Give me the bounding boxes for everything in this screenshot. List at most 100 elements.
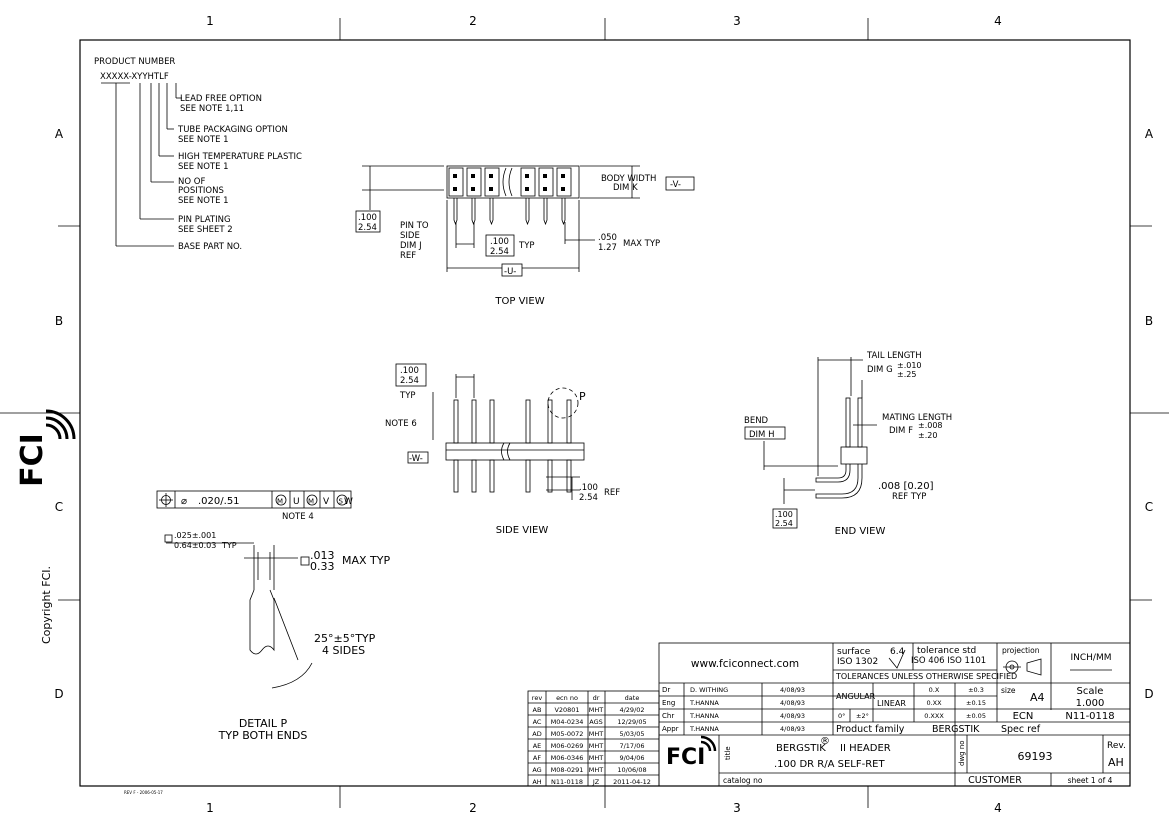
detail-title-2: TYP BOTH ENDS <box>218 729 308 742</box>
callout-positions-3: SEE NOTE 1 <box>178 196 229 206</box>
product-number-block: PRODUCT NUMBER XXXXX-XYYHTLF LEAD FREE O… <box>94 57 302 252</box>
top-pitch2-in: .100 <box>490 237 509 247</box>
callout-high-temp-note: SEE NOTE 1 <box>178 162 229 172</box>
signoff-role: Dr <box>662 686 670 694</box>
tb-surface-std: ISO 1302 <box>837 657 878 667</box>
signoff-date: 4/08/93 <box>780 725 805 733</box>
callout-lead-free: LEAD FREE OPTION <box>180 94 262 104</box>
column-label-1-bottom: 1 <box>206 801 214 815</box>
detail-pin-typ: TYP <box>221 541 237 550</box>
column-label-1: 1 <box>206 14 214 28</box>
signoff-name: D. WITHING <box>690 686 728 694</box>
end-gap: .008 [0.20] <box>878 481 934 492</box>
rev-header-dr: dr <box>593 694 600 702</box>
end-dim-g-tol-plus: ±.010 <box>897 361 922 370</box>
tb-scale: 1.000 <box>1076 698 1105 709</box>
linear-format: 0.XX <box>926 699 942 707</box>
mmc-symbol-2: M <box>308 498 314 506</box>
datum-w-box <box>407 451 429 464</box>
signoff-name: T.HANNA <box>689 699 719 707</box>
linear-tolerance-rows: 0.X±0.30.XX±0.150.XXX±0.05 <box>924 686 986 720</box>
top-tail-in: .050 <box>598 233 617 243</box>
callout-positions-2: POSITIONS <box>178 186 224 196</box>
callout-plating: PIN PLATING <box>178 215 231 225</box>
callout-lead-free-note: SEE NOTE 1,11 <box>180 104 244 114</box>
rev-cell: M05-0072 <box>551 730 584 738</box>
tb-size-label: size <box>1001 686 1016 695</box>
tb-rev: AH <box>1108 756 1124 769</box>
top-typ: TYP <box>518 241 535 251</box>
rev-footer: REV F - 2006-05-17 <box>124 790 163 795</box>
title-block <box>658 642 1131 787</box>
callout-positions-1: NO OF <box>178 177 205 187</box>
linear-tolerance: ±0.3 <box>968 686 984 694</box>
rev-cell: JZ <box>592 778 600 786</box>
side-typ: TYP <box>399 391 416 401</box>
revision-table <box>527 690 660 787</box>
callout-high-temp: HIGH TEMPERATURE PLASTIC <box>178 152 302 162</box>
pin-to-side-4: REF <box>400 251 416 261</box>
callout-plating-note: SEE SHEET 2 <box>178 225 233 235</box>
linear-format: 0.X <box>929 686 940 694</box>
tb-angular-tol: ±2° <box>856 712 869 720</box>
top-body-width: BODY WIDTH <box>601 174 656 184</box>
end-view <box>763 357 877 504</box>
tb-units: INCH/MM <box>1070 653 1111 663</box>
callout-tube: TUBE PACKAGING OPTION <box>177 125 288 135</box>
datum-v-box <box>665 176 695 191</box>
linear-format: 0.XXX <box>924 712 944 720</box>
tb-ecn-label: ECN <box>1013 711 1034 722</box>
pin-to-side-3: DIM J <box>400 241 422 251</box>
top-view-label: TOP VIEW <box>494 296 544 307</box>
rev-cell: M06-0269 <box>551 742 584 750</box>
datum-u: -U- <box>504 267 516 277</box>
tb-product-family-label: Product family <box>836 724 905 735</box>
detail-p <box>166 542 313 689</box>
rev-cell: 4/29/02 <box>619 706 644 714</box>
column-label-4: 4 <box>994 14 1002 28</box>
tb-dwg-no: 69193 <box>1018 750 1053 763</box>
end-dim-f-tol-plus: ±.008 <box>918 421 943 430</box>
tb-tolerance-label: tolerance std <box>917 646 976 656</box>
row-label-b: B <box>55 314 63 328</box>
side-pitch-mm: 2.54 <box>400 376 419 386</box>
linear-tolerance: ±0.15 <box>966 699 986 707</box>
rev-cell: 2011-04-12 <box>613 778 651 786</box>
tb-angular-zero: 0° <box>838 712 845 720</box>
datum-w: -W- <box>409 454 423 464</box>
rev-cell: MHT <box>589 754 603 762</box>
signoff-date: 4/08/93 <box>780 699 805 707</box>
tb-product-family: BERGSTIK <box>932 724 980 735</box>
detail-angle: 25°±5°TYP <box>314 632 376 645</box>
signoff-role: Chr <box>662 712 674 720</box>
rev-cell: AF <box>533 754 541 762</box>
ptol-datum-u: U <box>293 497 300 507</box>
end-bend: BEND <box>744 416 769 426</box>
detail-pin-size-mm: 0.64±0.03 <box>174 541 216 550</box>
ptol-value: .020/.51 <box>198 496 240 507</box>
rev-cell: M06-0346 <box>551 754 584 762</box>
rev-cell: M08-0291 <box>551 766 584 774</box>
tb-title-reg: ® <box>820 736 830 747</box>
tb-tolerance-std: ISO 406 ISO 1101 <box>911 656 986 666</box>
rev-cell: 12/29/05 <box>617 718 646 726</box>
top-pitch-mm: 2.54 <box>358 223 377 233</box>
side-view <box>432 374 585 500</box>
signoff-name: T.HANNA <box>689 712 719 720</box>
signoff-date: 4/08/93 <box>780 712 805 720</box>
diameter-symbol: ⌀ <box>181 496 187 507</box>
detail-max-in: .013 <box>310 549 335 562</box>
tb-title-line1b: II HEADER <box>840 743 891 754</box>
rev-cell: AB <box>533 706 542 714</box>
side-pitch-in: .100 <box>400 366 419 376</box>
row-label-d-right: D <box>1144 687 1153 701</box>
detail-max-typ: MAX TYP <box>342 554 390 567</box>
top-pitch2-box <box>485 234 515 257</box>
rev-cell: V20801 <box>554 706 579 714</box>
rev-cell: MHT <box>589 730 603 738</box>
detail-title-1: DETAIL P <box>239 717 288 730</box>
side-ref-mm: 2.54 <box>579 493 598 503</box>
